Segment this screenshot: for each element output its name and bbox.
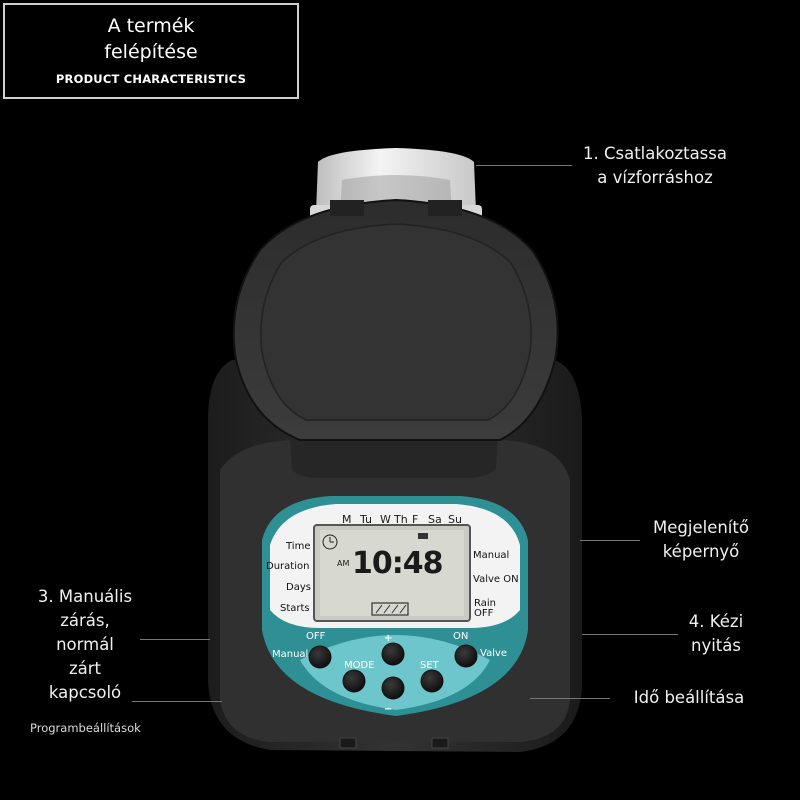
lcd-day-row: M Tu W Th F Sa Su (342, 513, 462, 526)
callout-connect-line: a vízforráshoz (597, 168, 713, 187)
label-off: OFF (474, 608, 494, 619)
off-manual-button[interactable] (308, 645, 332, 669)
leader-manual-close (140, 639, 210, 640)
title-box: A termék felépítése PRODUCT CHARACTERIST… (3, 3, 299, 99)
callout-manual-open-line: nyitás (691, 636, 741, 655)
lcd-day: W (380, 513, 391, 526)
label-days: Days (286, 582, 311, 593)
callout-display-line: Megjelenítő (653, 518, 749, 537)
leader-display (580, 540, 640, 541)
lcd-day: Sa (428, 513, 442, 526)
minus-label: − (384, 704, 392, 715)
callout-manual-close-line: 3. Manuális (37, 587, 133, 606)
label-manual: Manual (473, 550, 509, 561)
lcd-day: F (412, 513, 418, 526)
mode-label: MODE (344, 660, 375, 671)
on-valve-button[interactable] (454, 644, 478, 668)
title-line1: A termék (107, 15, 195, 37)
set-button[interactable] (420, 669, 444, 693)
lid-hinge (290, 438, 498, 478)
label-starts: Starts (280, 603, 310, 614)
clock-icon (322, 534, 338, 550)
callout-program-line: Programbeállítások (30, 721, 141, 735)
label-rain: Rain (474, 598, 496, 609)
off-label: OFF (306, 631, 326, 642)
set-label: SET (420, 660, 440, 671)
callout-time-set-line: Idő beállítása (633, 688, 745, 707)
title-line3: PRODUCT CHARACTERISTICS (55, 72, 247, 86)
callout-manual-open: 4. Kézi nyitás (664, 610, 768, 658)
plus-button[interactable] (381, 642, 405, 666)
label-valve-on: Valve ON (473, 574, 519, 585)
callout-display-line: képernyő (662, 542, 740, 561)
callout-manual-close-line: kapcsoló (48, 683, 122, 702)
callout-connect: 1. Csatlakoztassa a vízforráshoz (572, 142, 738, 190)
lcd-day: Su (448, 513, 462, 526)
valve-btn-label: Valve (480, 648, 507, 659)
plus-label: + (384, 633, 392, 644)
lcd-am: AM (337, 559, 349, 568)
callout-connect-line: 1. Csatlakoztassa (583, 144, 727, 163)
callout-time-set: Idő beállítása (614, 686, 764, 710)
lcd-day: M (342, 513, 352, 526)
mode-button[interactable] (342, 669, 366, 693)
leader-time-set (530, 698, 610, 699)
rain-icon (371, 602, 409, 616)
manual-btn-label: Manual (272, 649, 308, 660)
title-line2: felépítése (104, 41, 198, 63)
on-label: ON (453, 631, 468, 642)
lcd-day: Th (393, 513, 408, 526)
callout-manual-open-line: 4. Kézi (688, 612, 744, 631)
leader-program (132, 701, 222, 702)
callout-manual-close: 3. Manuális zárás, normál zárt kapcsoló (22, 585, 148, 705)
minus-button[interactable] (381, 676, 405, 700)
callout-display: Megjelenítő képernyő (636, 516, 766, 564)
lcd-time: 10:48 (352, 546, 443, 581)
callout-program: Programbeállítások (30, 716, 190, 740)
leader-connect (476, 165, 572, 166)
lcd-day: Tu (359, 513, 372, 526)
callout-manual-close-line: normál (56, 635, 114, 654)
callout-manual-close-line: zárás, (60, 611, 110, 630)
label-duration: Duration (266, 561, 309, 572)
callout-manual-close-line: zárt (68, 659, 102, 678)
label-time: Time (285, 541, 310, 552)
leader-manual-open (582, 634, 678, 635)
